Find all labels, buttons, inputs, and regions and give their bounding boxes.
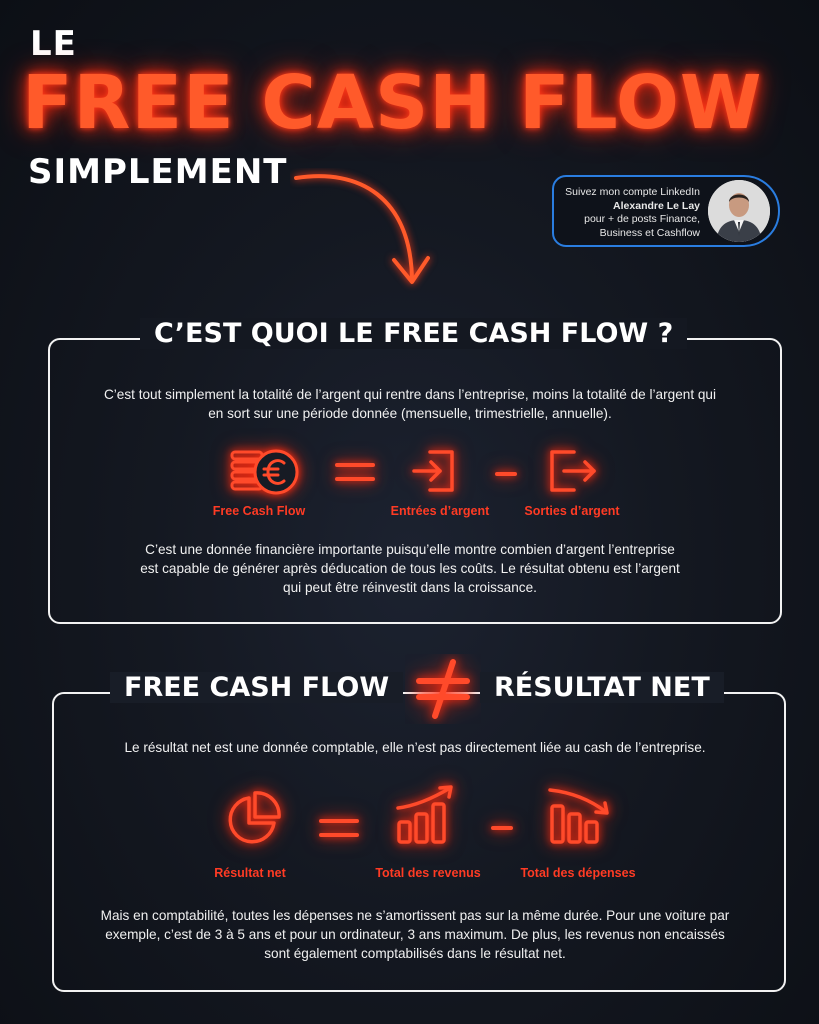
label-total-revenus: Total des revenus xyxy=(375,866,481,880)
title-le: LE xyxy=(30,24,77,64)
linkedin-card[interactable]: Suivez mon compte LinkedIn Alexandre Le … xyxy=(552,175,780,247)
minus-icon xyxy=(494,466,518,484)
decline-chart-icon xyxy=(546,784,612,851)
title-simplement: SIMPLEMENT xyxy=(28,152,288,192)
label-sorties: Sorties d’argent xyxy=(524,504,620,518)
label-free-cash-flow: Free Cash Flow xyxy=(212,504,306,518)
section1-intro: C’est tout simplement la totalité de l’a… xyxy=(103,387,717,421)
linkedin-line3: pour + de posts Finance, xyxy=(584,213,700,225)
section2-title-right: RÉSULTAT NET xyxy=(480,672,724,703)
section1-outro: C’est une donnée financière importante p… xyxy=(140,542,680,595)
section2-panel xyxy=(52,692,786,992)
curved-arrow-icon xyxy=(294,174,430,284)
enter-icon xyxy=(410,448,458,499)
section2-outro: Mais en comptabilité, toutes les dépense… xyxy=(100,908,730,961)
linkedin-line1: Suivez mon compte LinkedIn xyxy=(565,186,700,198)
equals-icon xyxy=(334,458,376,491)
exit-icon xyxy=(548,448,598,499)
minus-icon xyxy=(490,820,514,838)
label-total-depenses: Total des dépenses xyxy=(520,866,636,880)
linkedin-line4: Business et Cashflow xyxy=(599,226,700,239)
title-free-cash-flow: FREE CASH FLOW xyxy=(22,60,763,146)
not-equal-icon xyxy=(416,659,470,719)
equals-icon xyxy=(318,814,360,847)
section1-title: C’EST QUOI LE FREE CASH FLOW ? xyxy=(140,318,688,349)
growth-chart-icon xyxy=(394,784,458,851)
avatar xyxy=(708,180,770,242)
linkedin-name: Alexandre Le Lay xyxy=(613,199,700,212)
section2-title-left: FREE CASH FLOW xyxy=(110,672,404,703)
label-entrees: Entrées d’argent xyxy=(390,504,490,518)
linkedin-text: Suivez mon compte LinkedIn Alexandre Le … xyxy=(530,186,700,240)
avatar-portrait-icon xyxy=(708,180,770,242)
coins-euro-icon xyxy=(228,446,302,503)
label-resultat-net: Résultat net xyxy=(214,866,286,880)
pie-chart-icon xyxy=(224,790,282,853)
section2-intro: Le résultat net est une donnée comptable… xyxy=(124,740,706,755)
